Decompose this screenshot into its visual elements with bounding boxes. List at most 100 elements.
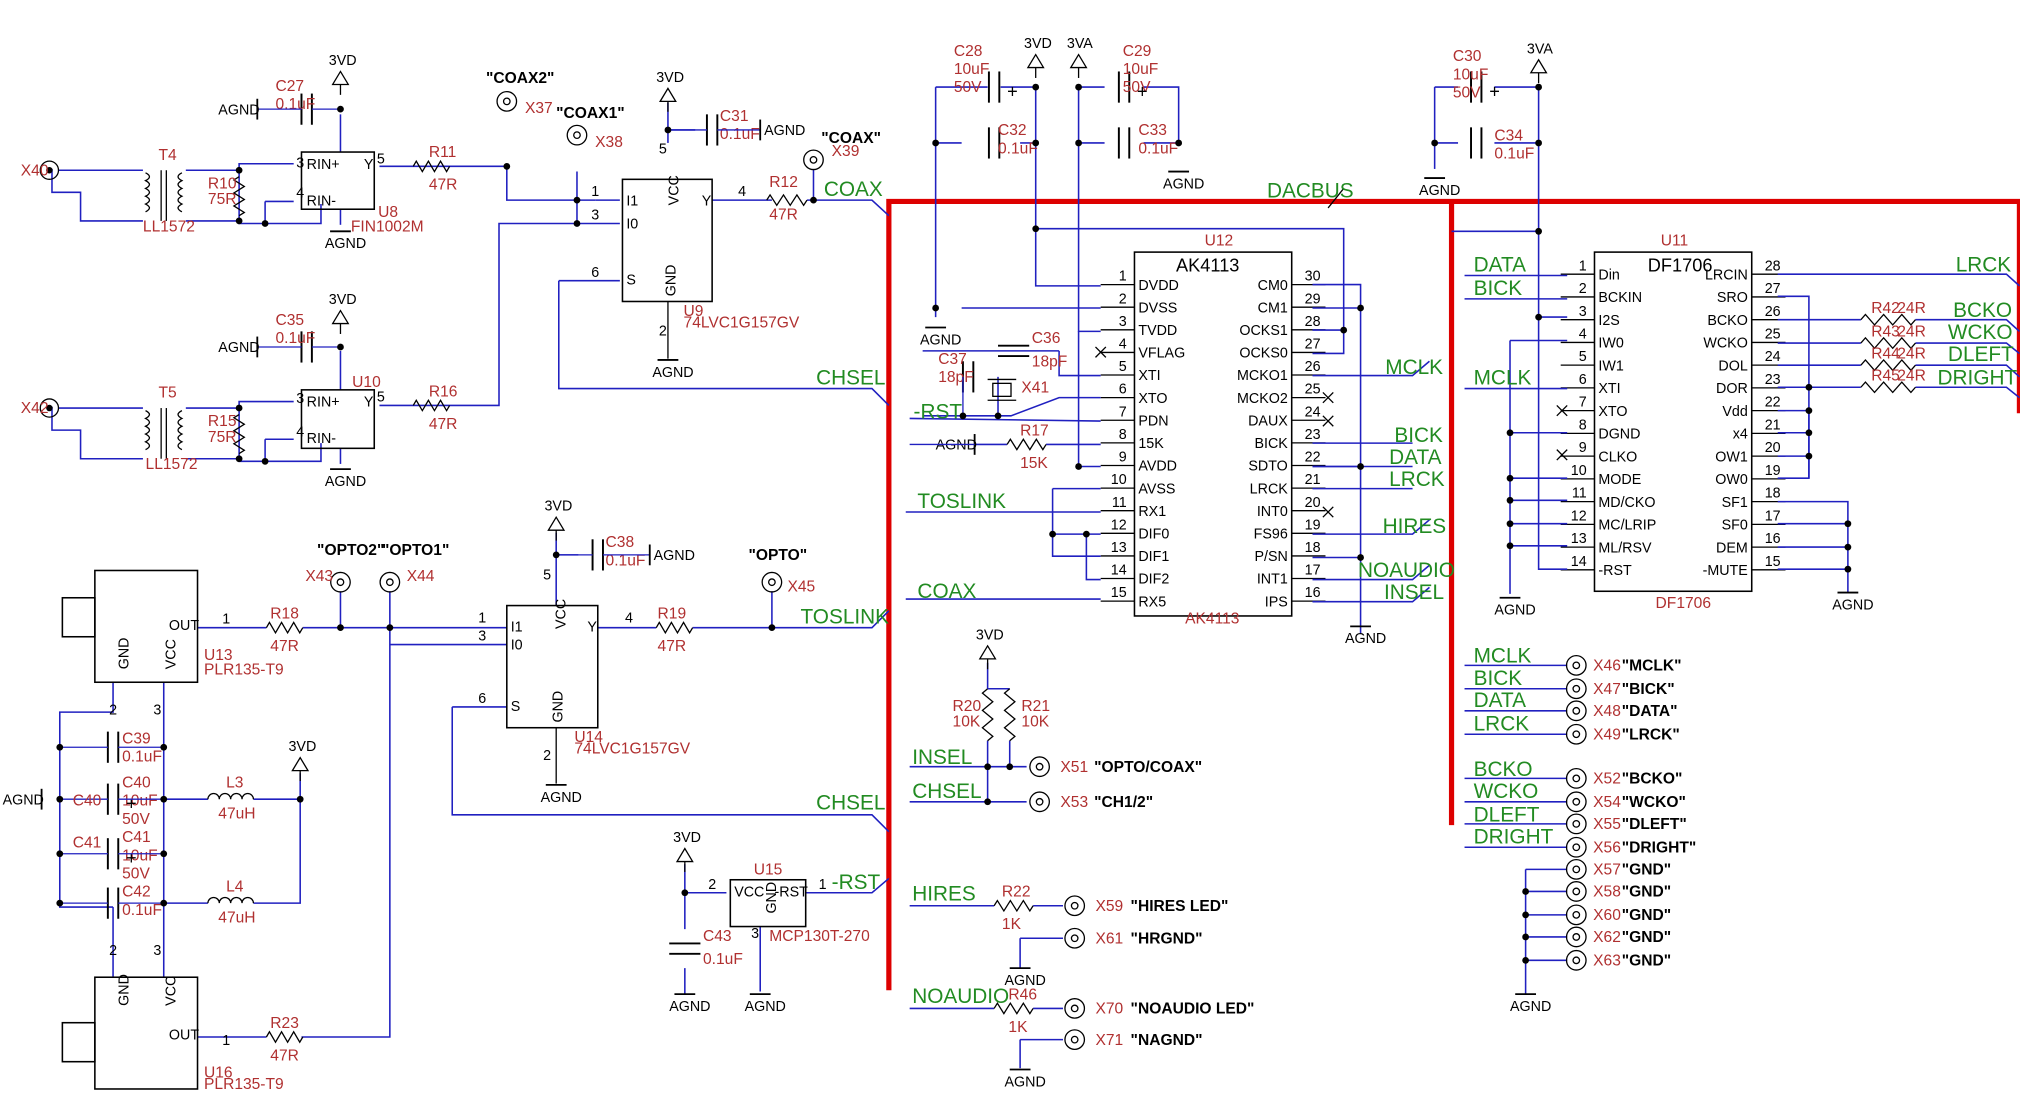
pin-name: DIF1 [1138, 549, 1169, 565]
polarity-plus: + [1007, 81, 1018, 101]
no-connect-marks [1095, 346, 1568, 518]
pin-name: FS96 [1254, 527, 1288, 543]
svg-text:RIN+: RIN+ [307, 395, 340, 411]
net-chsel-u14: CHSEL [816, 792, 885, 815]
wires [51, 86, 2020, 1069]
net-lrck-tp: LRCK [1474, 712, 1530, 735]
svg-text:2: 2 [543, 748, 551, 764]
svg-text:U10: U10 [352, 374, 381, 391]
res-ref: R21 [1021, 698, 1050, 715]
res-val: 1K [1002, 916, 1022, 933]
svg-text:3: 3 [478, 629, 486, 645]
transformer-t4 [144, 170, 184, 221]
pin-name: SDTO [1248, 459, 1287, 475]
agnd-label: AGND [3, 792, 44, 808]
pin-name: XTI [1598, 381, 1620, 397]
svg-text:T5: T5 [159, 385, 178, 402]
connector-label: "OPTO2" [317, 542, 384, 559]
svg-text:4: 4 [738, 184, 746, 200]
cap-val: 10uF [954, 61, 990, 78]
pin-name: DIF2 [1138, 572, 1169, 588]
connector-label: "CH1/2" [1094, 794, 1153, 811]
pin-name: IW1 [1598, 358, 1623, 374]
pin-num: 14 [1111, 563, 1127, 579]
res-val: 47R [658, 638, 687, 655]
pin-num: 15 [1111, 585, 1127, 601]
agnd-label: AGND [1005, 1074, 1046, 1090]
svg-text:3: 3 [751, 926, 759, 942]
res-val: 47R [270, 638, 299, 655]
res-val: 47R [429, 416, 458, 433]
pin-num: 12 [1571, 508, 1587, 524]
pin-num: 30 [1305, 269, 1321, 285]
pin-num: 14 [1571, 554, 1587, 570]
pin-name: OW0 [1715, 472, 1748, 488]
svg-text:OUT: OUT [169, 618, 199, 634]
cap-val: 0.1uF [606, 552, 646, 569]
net-toslink-ak: TOSLINK [917, 490, 1006, 513]
polarity-plus: + [1137, 81, 1148, 101]
agnd-label: AGND [669, 999, 710, 1015]
pin-name: MODE [1598, 472, 1641, 488]
pin-num: 19 [1765, 463, 1781, 479]
net-wcko-tp: WCKO [1474, 780, 1539, 803]
pin-num: 28 [1765, 258, 1781, 274]
connector-ref: X38 [595, 134, 623, 151]
pin-num: 10 [1111, 472, 1127, 488]
svg-text:4: 4 [625, 610, 633, 626]
connector-label: "GND" [1622, 907, 1671, 924]
res-val: 1K [1008, 1019, 1028, 1036]
cap-ref: C39 [122, 730, 151, 747]
res-ref: R18 [270, 606, 299, 623]
svg-text:5: 5 [543, 568, 551, 584]
pin-num: 5 [1579, 349, 1587, 365]
connector-ref: X62 [1593, 929, 1621, 946]
connector-ref: X49 [1593, 726, 1621, 743]
net-rst-ak: -RST [914, 400, 963, 423]
cap-val: 10uF [122, 793, 158, 810]
svg-text:Y: Y [587, 620, 597, 636]
svg-text:GND: GND [764, 882, 780, 914]
pin-name: DVSS [1138, 300, 1177, 316]
net-rst-u15: -RST [832, 871, 881, 894]
pin-name: OCKS0 [1239, 346, 1287, 362]
agnd-label: AGND [218, 340, 259, 356]
res-val: 47R [429, 177, 458, 194]
svg-text:2: 2 [708, 877, 716, 893]
cap-ref: C29 [1123, 43, 1152, 60]
connector-ref: X63 [1593, 953, 1621, 970]
agnd-label: AGND [1419, 183, 1460, 199]
pin-num: 4 [1119, 337, 1127, 353]
pin-name: AVDD [1138, 459, 1177, 475]
connector-ref: X61 [1095, 930, 1123, 947]
net-bick-df: BICK [1474, 277, 1523, 300]
pin-num: 2 [1119, 291, 1127, 307]
res-ref: R20 [953, 698, 982, 715]
svg-text:1: 1 [222, 612, 230, 628]
pin-num: 25 [1305, 382, 1321, 398]
agnd-label: AGND [218, 102, 259, 118]
connector-ref: X54 [1593, 794, 1621, 811]
res-val: 24R [1897, 368, 1926, 385]
transformer-t5 [144, 408, 184, 459]
svg-text:GND: GND [551, 691, 567, 723]
u13-optical: OUT GND VCC 1 2 3 U13 PLR135-T9 [61, 569, 284, 719]
connector-ref: X44 [407, 568, 435, 585]
svg-text:4: 4 [296, 186, 304, 202]
net-mclk-tp: MCLK [1474, 645, 1532, 668]
u16-optical: OUT GND VCC 1 2 3 U16 PLR135-T9 [61, 943, 284, 1093]
pin-name: DVDD [1138, 278, 1178, 294]
connector-label: "DLEFT" [1622, 816, 1687, 833]
connector-label: "NAGND" [1131, 1032, 1203, 1049]
net-bcko-tp: BCKO [1474, 758, 1533, 781]
pin-name: DIF0 [1138, 527, 1169, 543]
svg-text:3: 3 [153, 943, 161, 959]
svg-text:I1: I1 [626, 193, 638, 209]
cap-ref: C41 [122, 829, 151, 846]
net-data-df: DATA [1474, 254, 1526, 277]
svg-text:RIN-: RIN- [307, 193, 337, 209]
cap-val: 0.1uF [275, 96, 315, 113]
connector-ref: X48 [1593, 703, 1621, 720]
rail-label: 3VD [976, 627, 1004, 643]
svg-text:X41: X41 [1021, 379, 1049, 396]
